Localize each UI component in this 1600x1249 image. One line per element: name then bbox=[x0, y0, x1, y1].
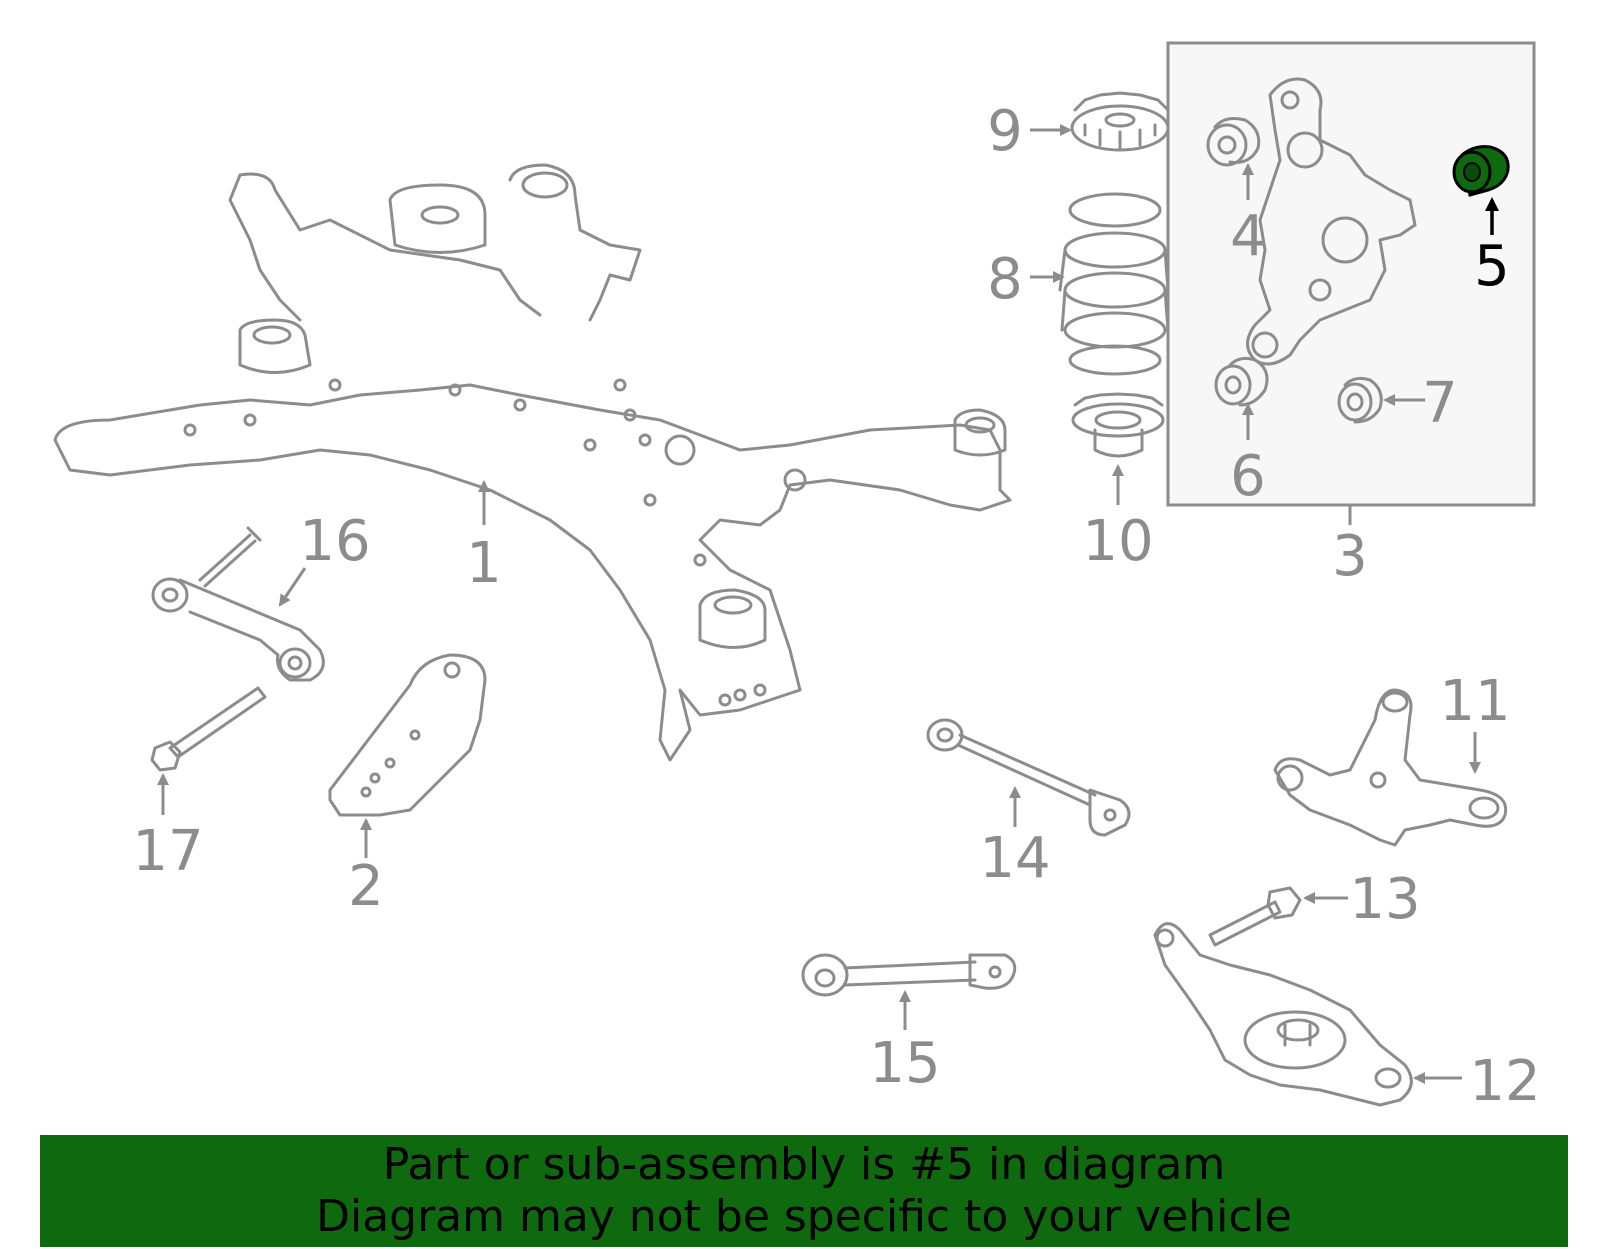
banner-line-1: Part or sub-assembly is #5 in diagram bbox=[382, 1139, 1226, 1190]
part-16-trailing-link[interactable] bbox=[151, 526, 325, 682]
part-12-lower-arm[interactable] bbox=[1153, 922, 1413, 1107]
part-17-bolt[interactable] bbox=[150, 686, 267, 772]
label-9: 9 bbox=[987, 99, 1023, 164]
label-2: 2 bbox=[348, 854, 384, 919]
info-banner: Part or sub-assembly is #5 in diagram Di… bbox=[40, 1135, 1568, 1247]
part-8-coil-spring[interactable] bbox=[1058, 192, 1170, 376]
label-4: 4 bbox=[1230, 204, 1266, 269]
part-5-bushing-highlighted[interactable] bbox=[1452, 145, 1510, 197]
arrow-16 bbox=[278, 567, 307, 607]
label-12: 12 bbox=[1469, 1049, 1540, 1114]
part-3-knuckle[interactable] bbox=[1246, 77, 1417, 366]
part-7-bushing[interactable] bbox=[1337, 376, 1383, 424]
part-2-plate[interactable] bbox=[328, 653, 487, 817]
label-15: 15 bbox=[869, 1031, 940, 1096]
part-9-upper-spring-seat[interactable] bbox=[1070, 91, 1170, 152]
part-13-bolt[interactable] bbox=[1208, 886, 1302, 947]
part-1-subframe[interactable] bbox=[53, 163, 1012, 762]
part-6-bushing[interactable] bbox=[1214, 356, 1269, 407]
part-11-upper-arm[interactable] bbox=[1273, 688, 1508, 847]
label-6: 6 bbox=[1230, 444, 1266, 509]
part-10-lower-spring-seat[interactable] bbox=[1071, 392, 1165, 458]
label-13: 13 bbox=[1349, 867, 1420, 932]
label-7: 7 bbox=[1422, 371, 1458, 436]
label-16: 16 bbox=[299, 509, 370, 574]
label-17: 17 bbox=[132, 819, 203, 884]
label-14: 14 bbox=[979, 826, 1050, 891]
label-1: 1 bbox=[466, 531, 502, 596]
label-11: 11 bbox=[1439, 669, 1510, 734]
label-3: 3 bbox=[1332, 524, 1368, 589]
label-10: 10 bbox=[1082, 509, 1153, 574]
part-14-lateral-link[interactable] bbox=[926, 718, 1131, 837]
part-4-bushing[interactable] bbox=[1206, 117, 1261, 167]
label-8: 8 bbox=[987, 247, 1023, 312]
banner-line-2: Diagram may not be specific to your vehi… bbox=[316, 1191, 1292, 1242]
label-5: 5 bbox=[1474, 234, 1510, 299]
part-15-toe-link[interactable] bbox=[801, 953, 1017, 997]
